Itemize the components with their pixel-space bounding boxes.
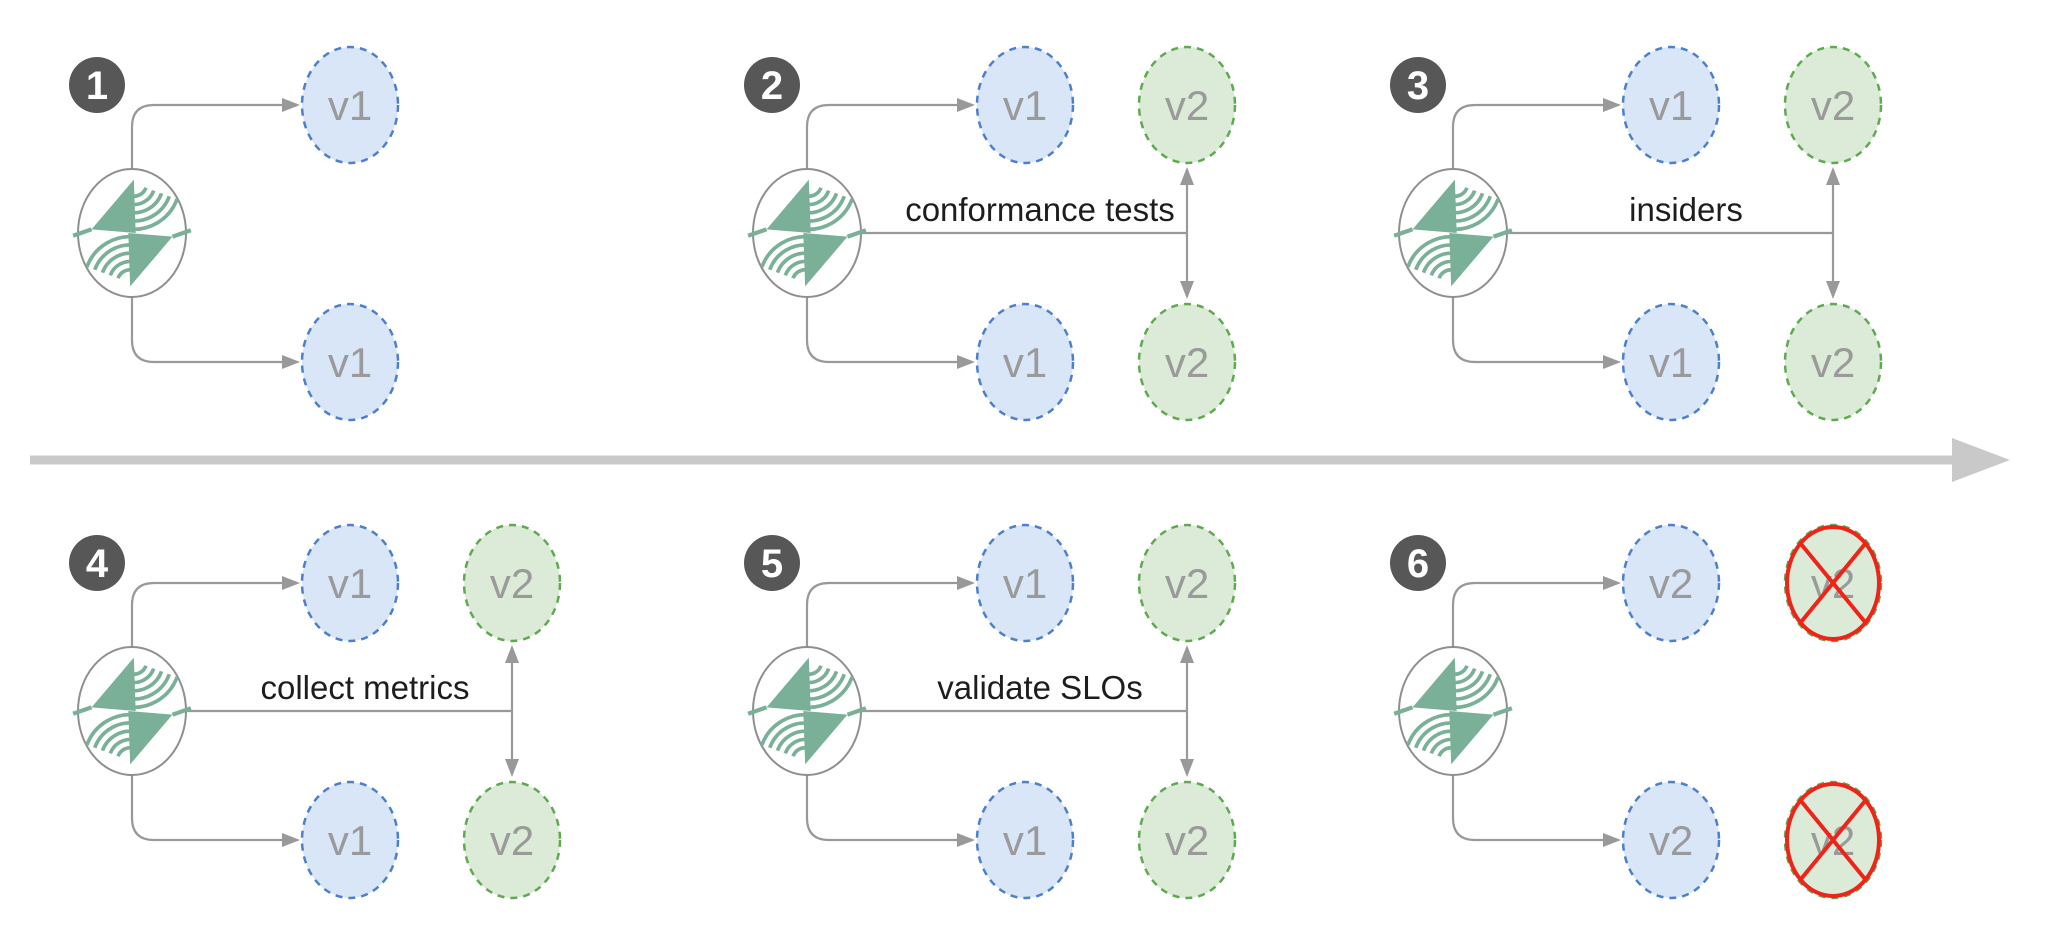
step-badge: 6 bbox=[1390, 535, 1446, 591]
svg-text:v2: v2 bbox=[1165, 560, 1209, 607]
connector-source-to-bottom bbox=[130, 775, 300, 847]
node-v1-top: v1 bbox=[1621, 45, 1721, 165]
badge-number: 4 bbox=[86, 542, 109, 586]
node-v2-bottom: v2 bbox=[1621, 780, 1721, 900]
svg-text:v1: v1 bbox=[328, 339, 372, 386]
svg-text:v2: v2 bbox=[1649, 817, 1693, 864]
badge-circle bbox=[744, 57, 800, 113]
connector-source-to-bottom bbox=[1451, 297, 1621, 369]
node-v1-bottom: v1 bbox=[975, 780, 1075, 900]
panel-step-2: 2 conformance tests v1 v2 v1 v2 bbox=[744, 45, 1237, 422]
step-badge: 1 bbox=[69, 57, 125, 113]
connector-source-to-top bbox=[1451, 98, 1621, 169]
svg-text:v1: v1 bbox=[1003, 817, 1047, 864]
source-logo-icon bbox=[748, 168, 866, 298]
svg-text:v2: v2 bbox=[490, 817, 534, 864]
node-v1-bottom: v1 bbox=[300, 302, 400, 422]
svg-text:v2: v2 bbox=[1811, 82, 1855, 129]
badge-number: 6 bbox=[1407, 542, 1429, 586]
node-v2-top: v2 bbox=[1137, 45, 1237, 165]
svg-text:v2: v2 bbox=[490, 560, 534, 607]
caption-label: conformance tests bbox=[905, 191, 1175, 228]
panel-step-5: 5 validate SLOs v1 v2 v1 v2 bbox=[744, 523, 1237, 900]
red-cross-circle-icon bbox=[1785, 525, 1881, 641]
panel-step-3: 3 insiders v1 v2 v1 v2 bbox=[1390, 45, 1883, 422]
caption-label: insiders bbox=[1629, 191, 1743, 228]
timeline-arrow bbox=[30, 438, 2010, 482]
badge-circle bbox=[69, 535, 125, 591]
node-v2-bottom: v2 bbox=[462, 780, 562, 900]
node-v2-top: v2 bbox=[1137, 523, 1237, 643]
panel-step-1: 1 v1 v1 bbox=[69, 45, 400, 422]
red-cross-circle-icon bbox=[1785, 782, 1881, 898]
step-badge: 2 bbox=[744, 57, 800, 113]
connector-source-to-bottom bbox=[805, 297, 975, 369]
badge-circle bbox=[1390, 57, 1446, 113]
node-v1-top: v1 bbox=[975, 523, 1075, 643]
panel-step-4: 4 collect metrics v1 v2 v1 v2 bbox=[69, 523, 562, 900]
svg-text:v1: v1 bbox=[1649, 339, 1693, 386]
connector-source-to-top bbox=[805, 576, 975, 647]
node-v2-bottom: v2 bbox=[1783, 302, 1883, 422]
node-v1-top: v1 bbox=[300, 523, 400, 643]
connector-source-to-top bbox=[805, 98, 975, 169]
connector-source-to-top bbox=[1451, 576, 1621, 647]
svg-text:v2: v2 bbox=[1811, 339, 1855, 386]
node-v2-top: v2 bbox=[1783, 45, 1883, 165]
svg-text:v2: v2 bbox=[1165, 82, 1209, 129]
source-logo-icon bbox=[73, 168, 191, 298]
svg-text:v1: v1 bbox=[1003, 339, 1047, 386]
panel-step-6: 6 v2 v2 v2 v2 bbox=[1390, 523, 1883, 900]
timeline-bar bbox=[30, 455, 1960, 465]
connector-source-to-top bbox=[130, 576, 300, 647]
badge-number: 2 bbox=[761, 64, 783, 108]
svg-text:v1: v1 bbox=[1003, 82, 1047, 129]
badge-circle bbox=[69, 57, 125, 113]
step-badge: 3 bbox=[1390, 57, 1446, 113]
svg-text:v1: v1 bbox=[328, 560, 372, 607]
source-logo-icon bbox=[1394, 646, 1512, 776]
badge-number: 5 bbox=[761, 542, 783, 586]
node-v1-bottom: v1 bbox=[300, 780, 400, 900]
source-logo-icon bbox=[73, 646, 191, 776]
node-v1-top: v1 bbox=[975, 45, 1075, 165]
caption-label: validate SLOs bbox=[937, 669, 1142, 706]
caption-label: collect metrics bbox=[260, 669, 469, 706]
connector-source-to-bottom bbox=[805, 775, 975, 847]
svg-text:v2: v2 bbox=[1649, 560, 1693, 607]
node-v2-top: v2 bbox=[462, 523, 562, 643]
badge-number: 1 bbox=[86, 64, 108, 108]
svg-text:v2: v2 bbox=[1165, 339, 1209, 386]
svg-text:v1: v1 bbox=[1003, 560, 1047, 607]
svg-text:v1: v1 bbox=[1649, 82, 1693, 129]
node-v1-top: v1 bbox=[300, 45, 400, 165]
node-v2-top-decommissioned: v2 bbox=[1783, 523, 1883, 643]
node-v2-bottom-decommissioned: v2 bbox=[1783, 780, 1883, 900]
badge-circle bbox=[744, 535, 800, 591]
source-logo-icon bbox=[748, 646, 866, 776]
connector-source-to-top bbox=[130, 98, 300, 169]
node-v2-top: v2 bbox=[1621, 523, 1721, 643]
node-v1-bottom: v1 bbox=[975, 302, 1075, 422]
svg-text:v1: v1 bbox=[328, 817, 372, 864]
connector-source-to-bottom bbox=[130, 297, 300, 369]
step-badge: 4 bbox=[69, 535, 125, 591]
node-v2-bottom: v2 bbox=[1137, 780, 1237, 900]
node-v1-bottom: v1 bbox=[1621, 302, 1721, 422]
svg-text:v2: v2 bbox=[1165, 817, 1209, 864]
source-logo-icon bbox=[1394, 168, 1512, 298]
timeline-arrowhead-icon bbox=[1952, 438, 2010, 482]
svg-text:v1: v1 bbox=[328, 82, 372, 129]
step-badge: 5 bbox=[744, 535, 800, 591]
connector-source-to-bottom bbox=[1451, 775, 1621, 847]
node-v2-bottom: v2 bbox=[1137, 302, 1237, 422]
badge-number: 3 bbox=[1407, 64, 1429, 108]
badge-circle bbox=[1390, 535, 1446, 591]
